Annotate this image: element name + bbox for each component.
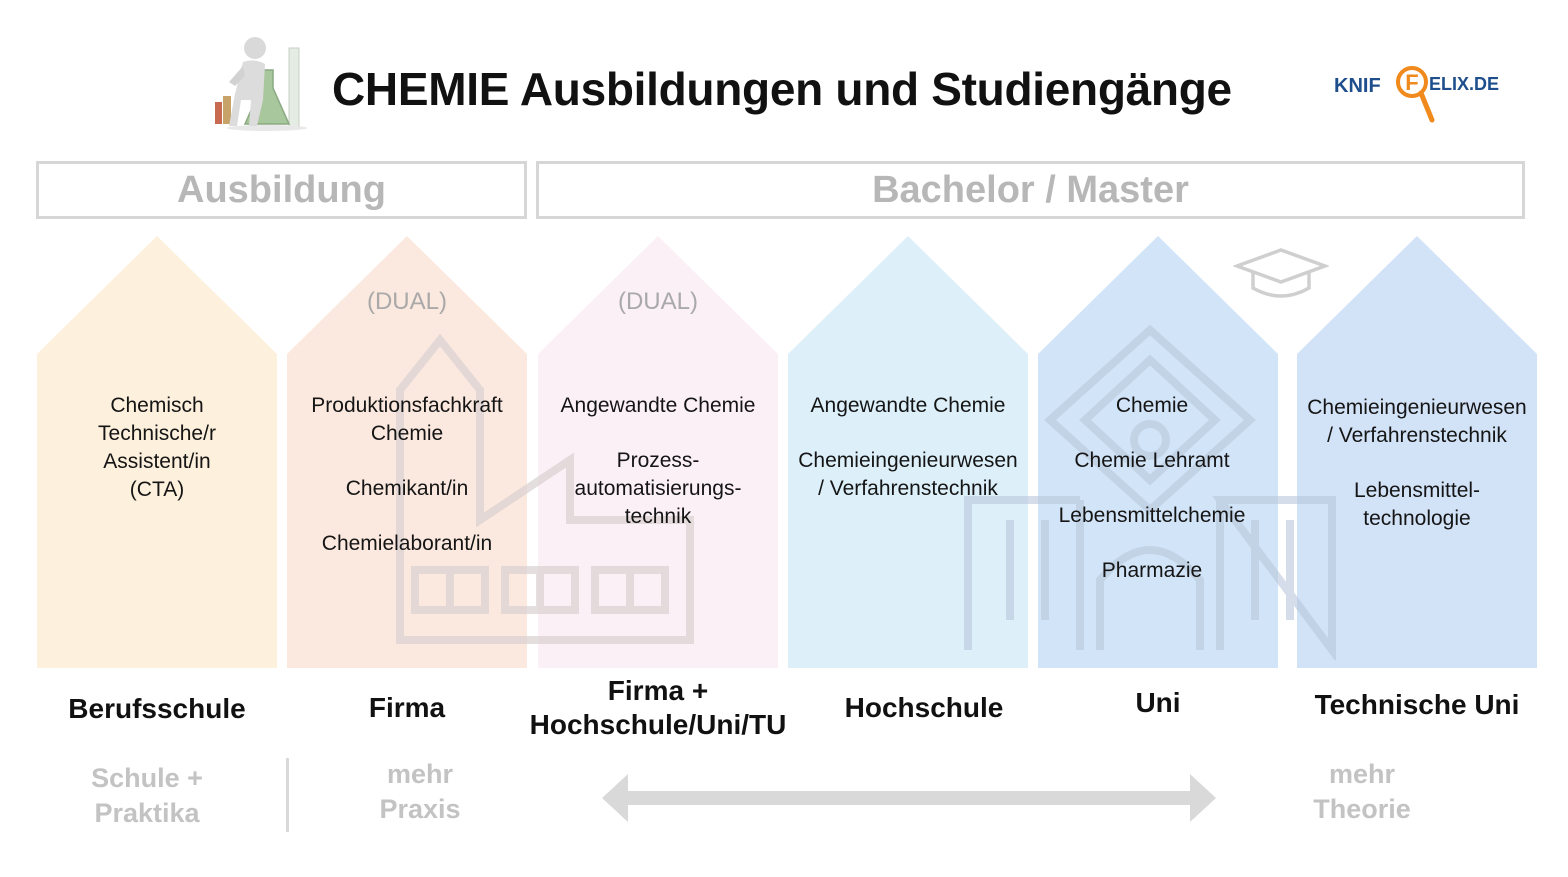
- list-item: Chemieingenieurwesen / Verfahrenstechnik: [798, 449, 1018, 500]
- list-item: Chemieingenieurwesen / Verfahrenstechnik: [1307, 396, 1527, 447]
- logo-text-right: ELIX.DE: [1429, 74, 1499, 94]
- list-item: Angewandte Chemie: [560, 394, 756, 417]
- logo-letter: F: [1405, 70, 1418, 95]
- column-technische-uni: [1297, 236, 1537, 668]
- label-berufsschule: Berufsschule: [68, 693, 246, 724]
- praxis-theorie-double-arrow: [602, 772, 1216, 824]
- list-item: Lebensmittel- technologie: [1353, 479, 1481, 530]
- label-firma: Firma: [368, 692, 446, 723]
- lab-figure-flask-icon: [205, 30, 310, 132]
- label-uni: Uni: [1135, 687, 1181, 718]
- divider-line: [286, 758, 289, 832]
- items-berufsschule: Chemisch Technische/r Assistent/in (CTA): [33, 392, 281, 531]
- page-title: CHEMIE Ausbildungen und Studiengänge: [332, 63, 1232, 115]
- section-bachelor-master: Bachelor / Master: [536, 161, 1525, 219]
- mehr-praxis-text: mehr Praxis: [379, 759, 461, 824]
- university-building-icon: [960, 320, 1340, 663]
- house-shape-firma: [287, 236, 527, 668]
- items-hochschule: Angewandte Chemie Chemieingenieurwesen /…: [784, 392, 1032, 530]
- list-item: Chemielaborant/in: [321, 532, 493, 555]
- list-item: Lebensmittelchemie: [1058, 504, 1246, 527]
- section-ausbildung: Ausbildung: [36, 161, 527, 219]
- items-technische-uni: Chemieingenieurwesen / Verfahrenstechnik…: [1293, 394, 1541, 560]
- schule-praktika-text: Schule + Praktika: [91, 763, 203, 828]
- column-dual-studium: [538, 236, 778, 668]
- label-technische-uni: Technische Uni: [1314, 689, 1520, 720]
- list-item: Chemisch Technische/r Assistent/in (CTA): [98, 394, 216, 501]
- items-uni: Chemie Chemie Lehramt Lebensmittelchemie…: [1028, 392, 1276, 612]
- list-item: Prozess- automatisierungs- technik: [574, 449, 742, 528]
- items-dual-studium: Angewandte Chemie Prozess- automatisieru…: [534, 392, 782, 558]
- house-shape-technische-uni: [1297, 236, 1537, 668]
- column-firma: [287, 236, 527, 668]
- label-hochschule: Hochschule: [844, 692, 1004, 723]
- factory-icon: [380, 330, 700, 650]
- list-item: Chemikant/in: [345, 477, 469, 500]
- section-bachelor-master-label: Bachelor / Master: [872, 168, 1189, 211]
- list-item: Chemie Lehramt: [1074, 449, 1230, 472]
- knif-felix-logo: KNIF F ELIX.DE: [1334, 64, 1524, 126]
- list-item: Chemie: [1115, 394, 1189, 417]
- list-item: Produktionsfachkraft Chemie: [311, 394, 503, 445]
- logo-text-left: KNIF: [1334, 75, 1381, 97]
- dual-label-firma: (DUAL): [366, 288, 447, 315]
- dual-label-dual-studium: (DUAL): [617, 288, 698, 315]
- graduation-cap-icon: [1231, 244, 1331, 302]
- house-shape-berufsschule: [37, 236, 277, 668]
- mehr-theorie-text: mehr Theorie: [1313, 759, 1411, 824]
- house-shape-dual: [538, 236, 778, 668]
- list-item: Pharmazie: [1101, 559, 1203, 582]
- items-firma: Produktionsfachkraft Chemie Chemikant/in…: [283, 392, 531, 585]
- label-firma-hochschule: Firma + Hochschule/Uni/TU: [529, 675, 787, 740]
- column-berufsschule: [37, 236, 277, 668]
- list-item: Angewandte Chemie: [810, 394, 1006, 417]
- section-ausbildung-label: Ausbildung: [177, 168, 386, 211]
